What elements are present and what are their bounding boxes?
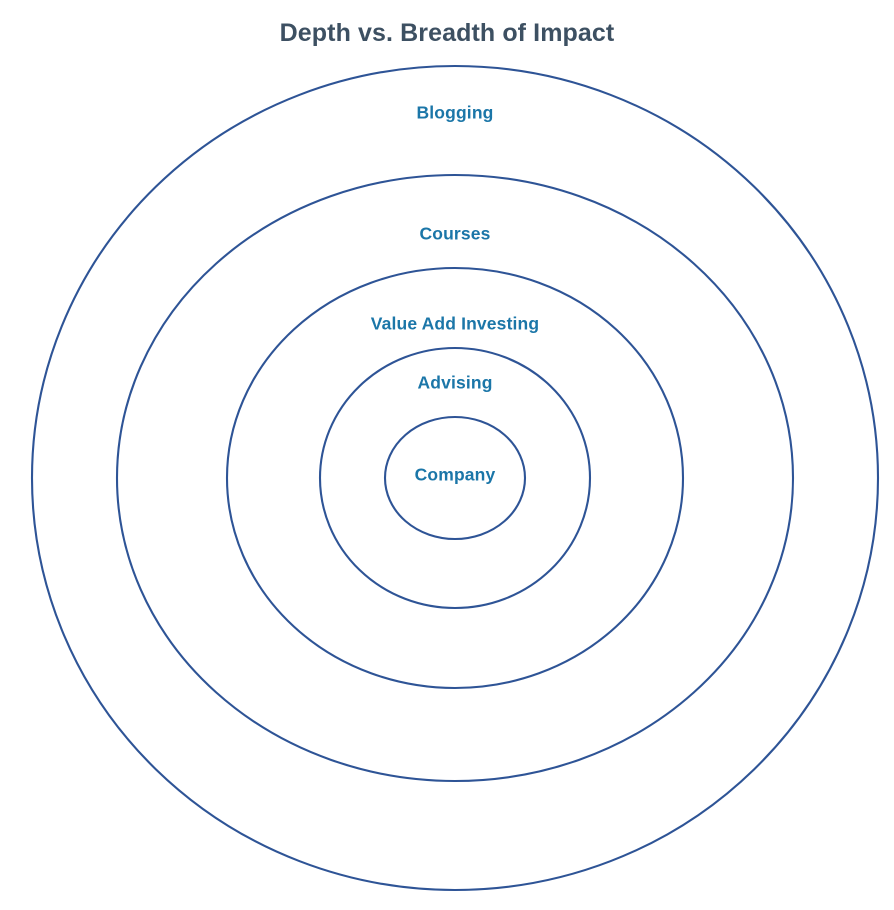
ring-label-company: Company (414, 464, 496, 485)
ring-label-courses: Courses (419, 223, 491, 244)
page-title: Depth vs. Breadth of Impact (279, 19, 615, 47)
ring-circle-company (383, 415, 527, 541)
ring-circle-value-add-investing (225, 266, 685, 690)
ring-label-advising: Advising (417, 372, 493, 393)
ring-label-blogging: Blogging (416, 102, 494, 123)
ring-circle-blogging (30, 64, 880, 892)
ring-circle-courses (115, 173, 795, 783)
ring-circle-advising (318, 346, 592, 610)
ring-label-value-add-investing: Value Add Investing (370, 313, 540, 334)
